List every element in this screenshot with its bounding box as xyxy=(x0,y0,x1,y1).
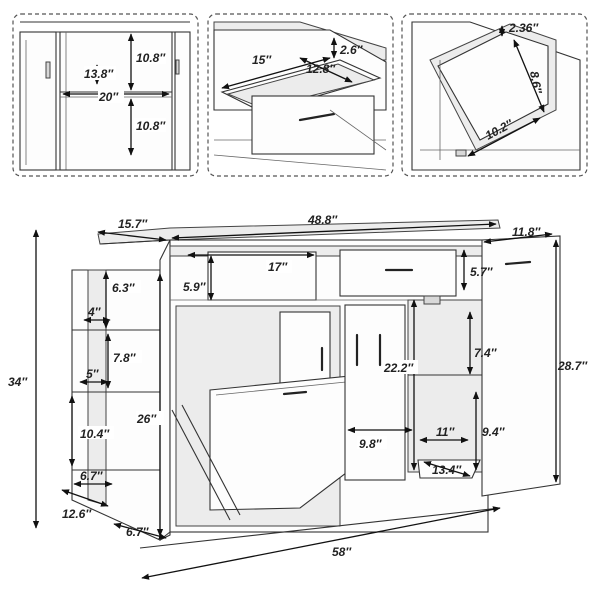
dim-right-door-height: 28.7″ xyxy=(557,359,588,373)
dim-total-width: 58″ xyxy=(332,545,352,559)
dim-top-depth: 15.7″ xyxy=(118,217,148,231)
dim-shelf-3-depth: 6.7″ xyxy=(80,469,104,483)
dim-drawer-height: 2.6″ xyxy=(339,43,364,57)
dim-side-depth: 12.6″ xyxy=(62,507,92,521)
dim-compartment-depth: 13.8″ xyxy=(84,67,114,81)
dim-center-width: 9.8″ xyxy=(359,437,383,451)
dim-slide-width: 8.6″ xyxy=(527,70,545,96)
dim-compartment-width: 20″ xyxy=(98,90,119,104)
dim-top-width: 48.8″ xyxy=(307,213,338,227)
detail-panel-slide-drawer: 2.36″ 8.6″ 10.2″ xyxy=(401,13,588,177)
dim-compartment-height-top: 10.8″ xyxy=(136,51,166,65)
dim-drawer-width: 12.8″ xyxy=(306,62,336,76)
dim-shelf-3-height: 10.4″ xyxy=(80,427,110,441)
dim-drawer-inner-height: 5.9″ xyxy=(183,280,207,294)
dim-right-depth: 11.8″ xyxy=(512,225,541,239)
dim-total-height: 34″ xyxy=(8,375,28,389)
dim-right-drawer-height: 5.7″ xyxy=(470,265,494,279)
dim-compartment-height-bottom: 10.8″ xyxy=(136,119,166,133)
dim-slide-height: 2.36″ xyxy=(508,21,539,35)
dim-shelf-1-depth: 4″ xyxy=(87,305,102,319)
detail-panel-drawer: 15″ 12.8″ 2.6″ xyxy=(207,13,394,177)
dim-drawer-length: 15″ xyxy=(252,53,272,67)
dim-bottom-depth: 6.7″ xyxy=(126,525,150,539)
main-dimensions: 34″ 15.7″ 48.8″ 11.8″ 17″ 5.9″ 5.7″ 6.3″… xyxy=(8,213,588,580)
dim-right-lower-depth: 13.4″ xyxy=(432,463,462,477)
detail-panel-door-compartment: 10.8″ 13.8″ 20″ 10.8″ xyxy=(12,13,199,177)
dim-right-lower-height: 9.4″ xyxy=(482,425,506,439)
dim-shelf-2-depth: 5″ xyxy=(86,367,100,381)
dim-right-lower-width: 11″ xyxy=(436,425,455,439)
dim-center-height: 22.2″ xyxy=(383,361,414,375)
dim-shelf-1-height: 6.3″ xyxy=(112,281,136,295)
dim-shelf-2-height: 7.8″ xyxy=(113,351,137,365)
dim-drawer-inner-width: 17″ xyxy=(268,260,288,274)
dim-right-shelf-height: 7.4″ xyxy=(474,346,498,360)
dim-side-height: 26″ xyxy=(136,412,157,426)
